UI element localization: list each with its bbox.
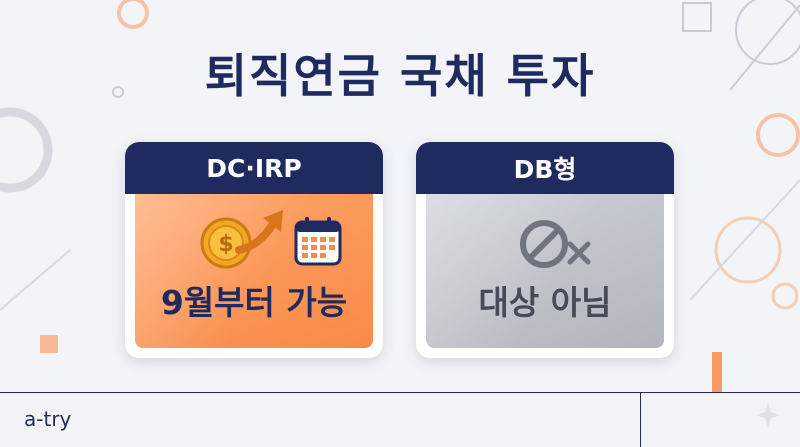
coin-icon: $ (200, 217, 252, 269)
card-dc-irp: DC·IRP $ 9월부터 가능 (125, 142, 383, 358)
calendar-icon (294, 217, 342, 266)
card-db-text: 대상 아님 (478, 283, 612, 322)
brand-logo: a-try (24, 407, 72, 431)
footer-separator (640, 392, 641, 447)
card-db-body: 대상 아님 (426, 194, 664, 348)
arrow-up-icon (235, 210, 283, 254)
card-dc-irp-text: 9월부터 가능 (160, 283, 348, 322)
prohibited-icon (520, 220, 568, 268)
x-icon (567, 241, 591, 265)
svg-text:$: $ (218, 232, 233, 257)
card-dc-irp-header: DC·IRP (125, 142, 383, 194)
card-sheen (135, 194, 373, 348)
card-db-header: DB형 (416, 142, 674, 194)
card-db: DB형 대상 아님 (416, 142, 674, 358)
card-dc-irp-body: $ 9월부터 가능 (135, 194, 373, 348)
page-title: 퇴직연금 국채 투자 (204, 49, 596, 103)
footer-divider (0, 392, 800, 393)
card-sheen (426, 194, 664, 348)
